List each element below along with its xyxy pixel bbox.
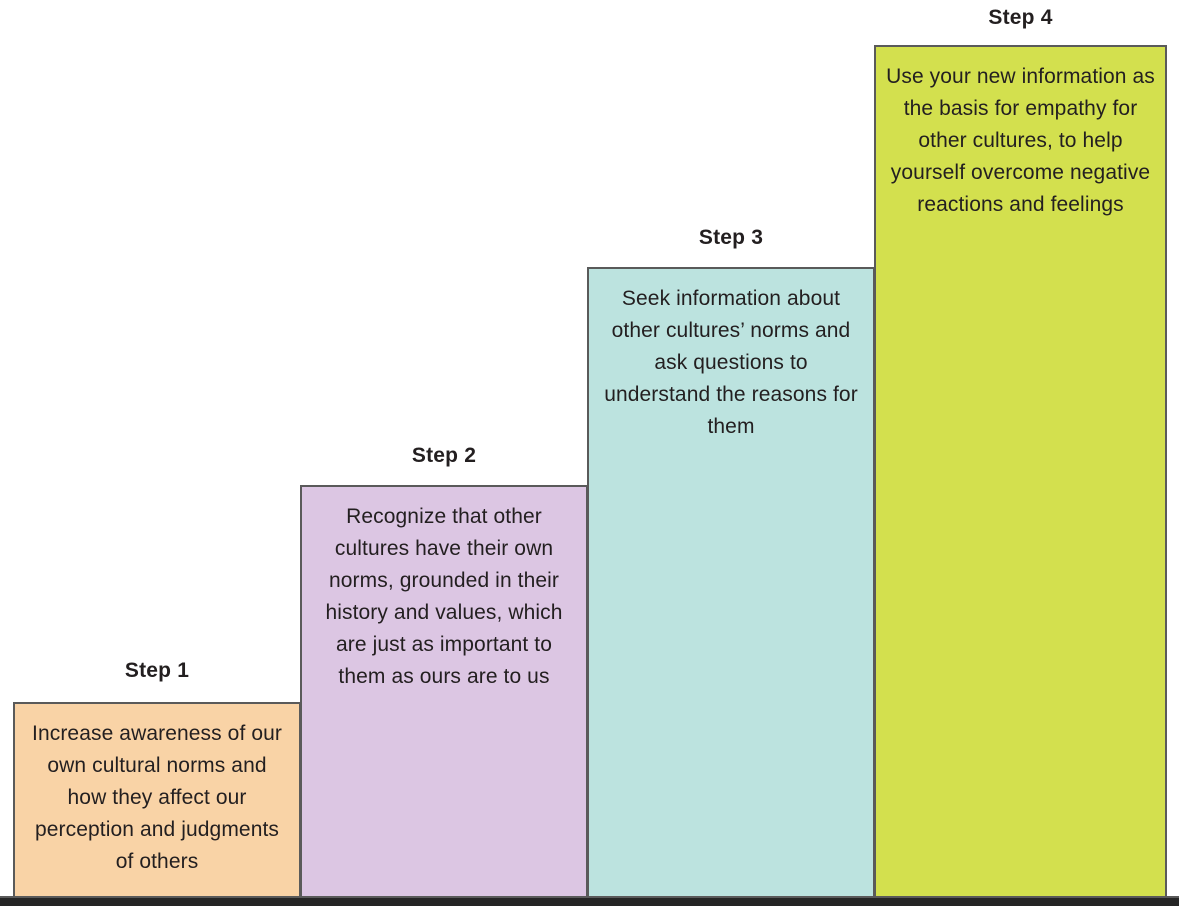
step-2-label: Step 2 — [411, 444, 477, 467]
bottom-bar — [0, 898, 1179, 906]
step-1-text: Increase awareness of our own cultural n… — [32, 722, 282, 873]
step-2-text: Recognize that other cultures have their… — [325, 505, 563, 688]
step-1-block: Increase awareness of our own cultural n… — [13, 702, 301, 898]
step-4-text: Use your new information as the basis fo… — [886, 65, 1155, 216]
step-3-text: Seek information about other cultures’ n… — [604, 287, 858, 438]
step-4-block: Use your new information as the basis fo… — [874, 45, 1167, 898]
baseline-rule — [0, 896, 1179, 898]
step-3-label: Step 3 — [698, 226, 764, 249]
step-3-block: Seek information about other cultures’ n… — [587, 267, 875, 898]
step-4-label: Step 4 — [988, 6, 1053, 29]
step-1-label: Step 1 — [124, 659, 190, 682]
step-2-block: Recognize that other cultures have their… — [300, 485, 588, 898]
